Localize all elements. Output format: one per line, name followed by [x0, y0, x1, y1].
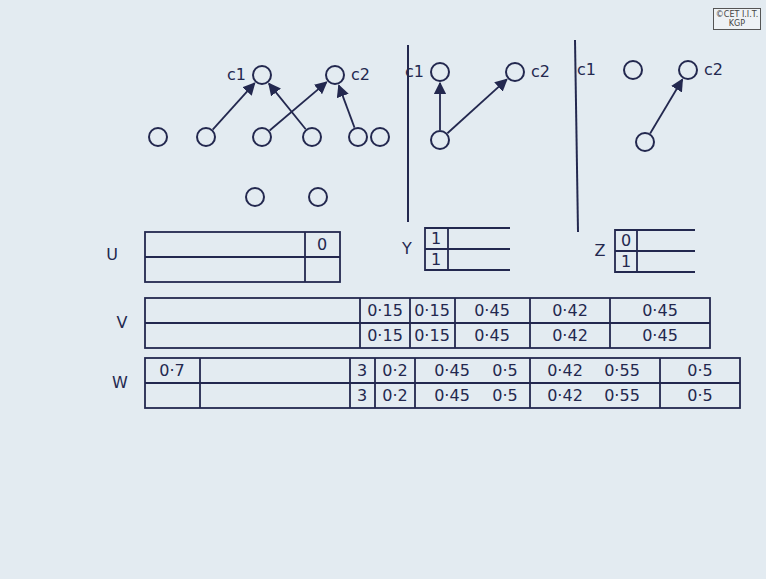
node-label: c1 [227, 66, 246, 84]
table-y [425, 228, 510, 270]
table-cell: 0·45 [434, 362, 470, 380]
table-cell: 3 [357, 387, 367, 405]
table-cell: 0 [317, 236, 327, 254]
node-label: c1 [577, 61, 596, 79]
watermark: ©CET I.I.T. KGP [713, 8, 761, 30]
node-circle-outline [679, 61, 697, 79]
unit-circle [371, 128, 389, 146]
table-cell: 0·42 [547, 362, 583, 380]
table-cell: 0·45 [434, 387, 470, 405]
table-v [145, 298, 710, 348]
node-circle [622, 59, 644, 81]
tables [145, 228, 740, 408]
node-circle [324, 64, 346, 86]
weight-arrow [270, 82, 327, 130]
cluster-node: c2 [324, 64, 370, 86]
table-cell: 0·15 [367, 327, 403, 345]
unit-circle [303, 128, 321, 146]
table-w [145, 358, 740, 408]
table-rule [145, 256, 340, 258]
table-cell: 3 [357, 362, 367, 380]
table-cell: 0·15 [414, 327, 450, 345]
unit-circle [246, 188, 264, 206]
table-cell: 0·15 [414, 302, 450, 320]
table-rule [145, 298, 710, 348]
table-cell: Y [402, 240, 412, 258]
node-circle [504, 61, 526, 83]
node-circle-outline [326, 66, 344, 84]
table-cell: 0·45 [642, 302, 678, 320]
cluster-node: c1 [405, 61, 451, 83]
table-cell: 0·42 [552, 327, 588, 345]
weight-arrow [269, 84, 306, 130]
unit-circle [197, 128, 215, 146]
table-cell: 0·5 [687, 387, 712, 405]
table-cell: 0·5 [492, 387, 517, 405]
table-cell: 0·2 [382, 362, 407, 380]
cluster-node: c1 [577, 59, 644, 81]
table-cell: U [106, 246, 118, 264]
node-label: c2 [704, 61, 723, 79]
weight-arrow [650, 79, 682, 133]
weight-arrow [439, 83, 441, 130]
node-circle [677, 59, 699, 81]
table-cell: 0·2 [382, 387, 407, 405]
unit-circle [309, 188, 327, 206]
unit-circle [149, 128, 167, 146]
table-cell: 1 [431, 251, 441, 269]
node-label: c2 [531, 63, 550, 81]
table-cell: 1 [621, 253, 631, 271]
table-cell: 0·45 [642, 327, 678, 345]
node-circle-outline [624, 61, 642, 79]
unlabelled-units [149, 79, 682, 206]
panel-dividers [408, 40, 578, 232]
table-cell: Z [595, 242, 606, 260]
weight-arrow [339, 85, 355, 127]
table-rule [145, 358, 740, 408]
cluster-node: c1 [227, 64, 273, 86]
table-cell: 0·45 [474, 302, 510, 320]
table-cell: 0·42 [547, 387, 583, 405]
weight-arrow [447, 79, 506, 133]
weight-arrow [213, 83, 255, 129]
table-cell: 0·42 [552, 302, 588, 320]
table-cell: W [112, 374, 128, 392]
node-circle-outline [253, 66, 271, 84]
table-u [145, 232, 340, 282]
cluster-node: c2 [677, 59, 723, 81]
node-circle [429, 61, 451, 83]
unit-circle [349, 128, 367, 146]
node-circle [251, 64, 273, 86]
table-cell: 0·55 [604, 362, 640, 380]
table-cell: 0·45 [474, 327, 510, 345]
table-cell: 0·7 [159, 362, 184, 380]
table-cell: 0·15 [367, 302, 403, 320]
node-circle-outline [431, 63, 449, 81]
table-cell: V [117, 314, 128, 332]
unit-circle [253, 128, 271, 146]
table-z [615, 230, 695, 272]
unit-circle [431, 131, 449, 149]
table-cell: 0 [621, 232, 631, 250]
table-cell: 0·5 [492, 362, 517, 380]
cluster-node: c2 [504, 61, 550, 83]
node-label: c2 [351, 66, 370, 84]
unit-circle [636, 133, 654, 151]
node-circle-outline [506, 63, 524, 81]
table-rule [304, 232, 306, 282]
node-label: c1 [405, 63, 424, 81]
table-cell: 1 [431, 230, 441, 248]
table-cell: 0·55 [604, 387, 640, 405]
table-cell: 0·5 [687, 362, 712, 380]
